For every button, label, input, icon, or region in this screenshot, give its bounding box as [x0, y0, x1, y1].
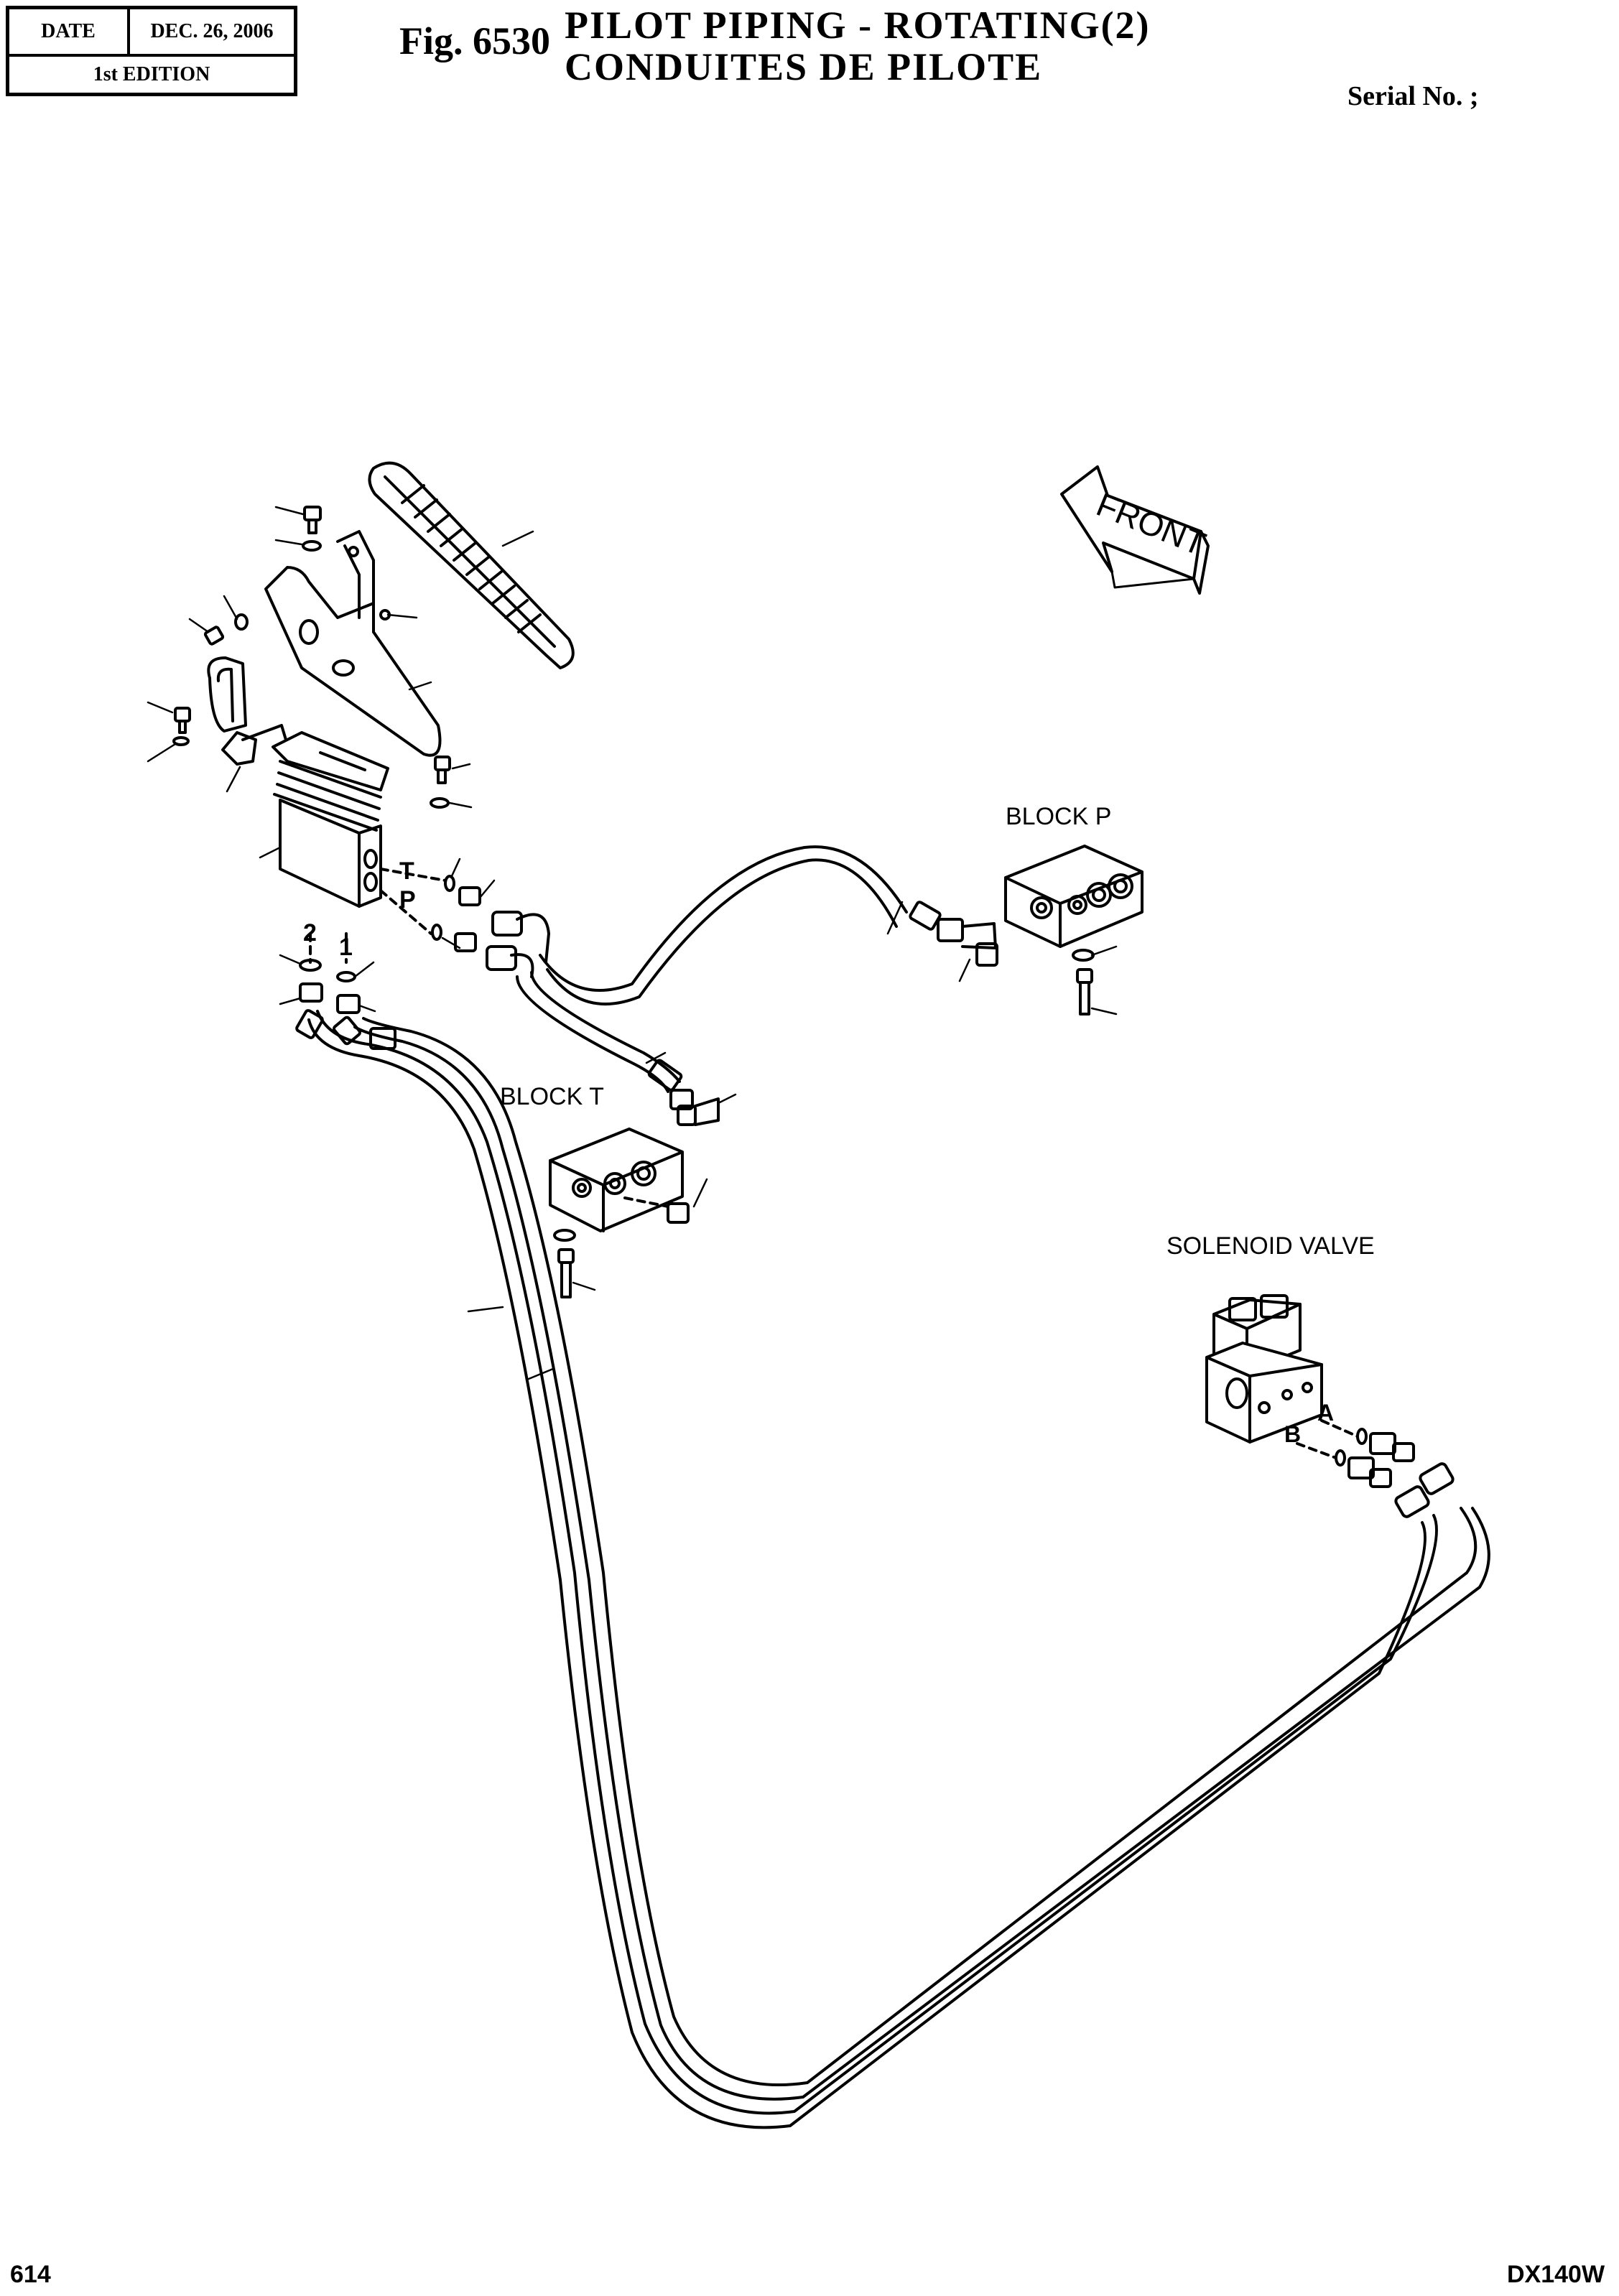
port-t-label: T — [399, 857, 414, 885]
block-p-label: BLOCK P — [1006, 803, 1111, 830]
block-p: BLOCK P — [1004, 803, 1143, 1015]
page-title-english: PILOT PIPING - ROTATING(2) — [565, 4, 1151, 47]
solenoid-valve-label: SOLENOID VALVE — [1166, 1232, 1375, 1260]
block-t-label: BLOCK T — [500, 1083, 604, 1110]
pedal-fasteners — [172, 506, 451, 809]
block-t: BLOCK T — [500, 1083, 690, 1298]
front-direction-arrow: FRONT — [1060, 465, 1211, 595]
hose-to-block-t — [516, 971, 720, 1126]
serial-number-label: Serial No. ; — [1347, 81, 1479, 111]
port-a-label: A — [1317, 1400, 1334, 1426]
pedal-valve — [272, 731, 389, 908]
handle-bracket — [207, 656, 287, 766]
valve-port-labels: T P 2 1 — [303, 857, 416, 961]
pedal-pad — [368, 461, 575, 669]
figure-number: Fig. 6530 — [399, 19, 550, 62]
date-value: DEC. 26, 2006 — [150, 20, 274, 42]
hose-to-block-p — [539, 845, 998, 1006]
edition-label: 1st EDITION — [9, 54, 294, 93]
date-edition-box: DATE DEC. 26, 2006 1st EDITION — [6, 6, 297, 96]
page-title-french: CONDUITES DE PILOTE — [565, 45, 1043, 88]
port-b-label: B — [1284, 1421, 1301, 1447]
port-p-label: P — [399, 886, 416, 914]
pedal-bracket — [264, 530, 442, 757]
valve-port-fittings — [299, 868, 550, 1014]
page-number: 614 — [10, 2261, 51, 2288]
solenoid-valve: SOLENOID VALVE A B — [1166, 1232, 1455, 1518]
long-return-hoses — [295, 1009, 1490, 2129]
model-code: DX140W — [1507, 2261, 1605, 2288]
callout-leader-lines — [147, 506, 1118, 1380]
date-label: DATE — [9, 9, 130, 54]
